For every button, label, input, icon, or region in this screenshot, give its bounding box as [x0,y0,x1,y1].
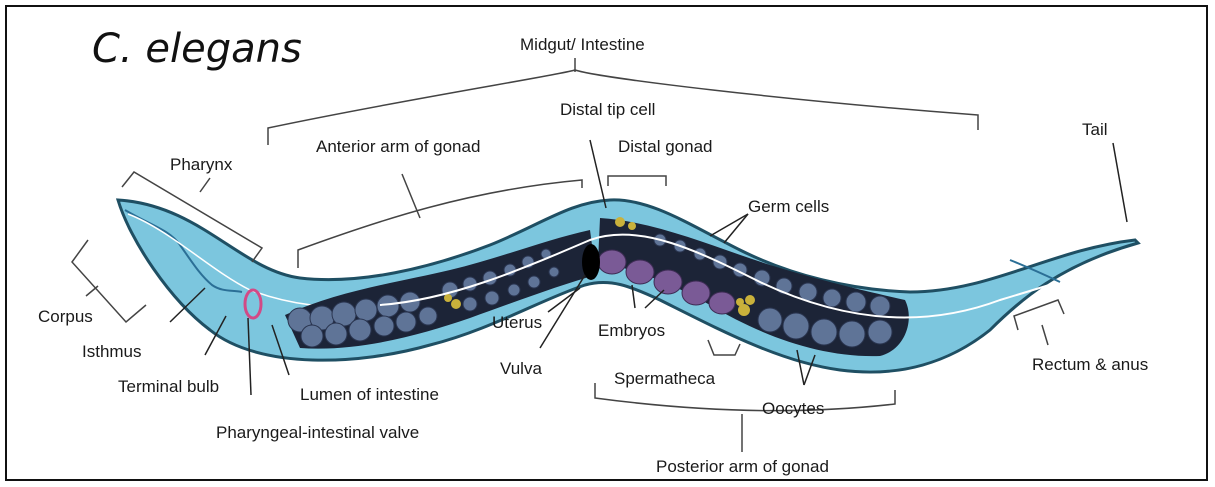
label-spermatheca: Spermatheca [614,369,716,388]
label-germ-cells: Germ cells [748,197,829,216]
label-tail: Tail [1082,120,1108,139]
label-pharyngeal-valve: Pharyngeal-intestinal valve [216,423,419,442]
label-terminal-bulb: Terminal bulb [118,377,219,396]
label-isthmus: Isthmus [82,342,142,361]
label-embryos: Embryos [598,321,665,340]
label-anterior-arm: Anterior arm of gonad [316,137,480,156]
label-posterior-arm: Posterior arm of gonad [656,457,829,476]
label-midgut: Midgut/ Intestine [520,35,645,54]
label-lumen: Lumen of intestine [300,385,439,404]
label-distal-gonad: Distal gonad [618,137,713,156]
label-rectum: Rectum & anus [1032,355,1148,374]
label-distal-tip-cell: Distal tip cell [560,100,655,119]
label-corpus: Corpus [38,307,93,326]
diagram-title: C. elegans [92,26,302,72]
label-pharynx: Pharynx [170,155,233,174]
vulva-shape [582,244,600,280]
label-vulva: Vulva [500,359,542,378]
label-oocytes: Oocytes [762,399,824,418]
label-uterus: Uterus [492,313,542,332]
